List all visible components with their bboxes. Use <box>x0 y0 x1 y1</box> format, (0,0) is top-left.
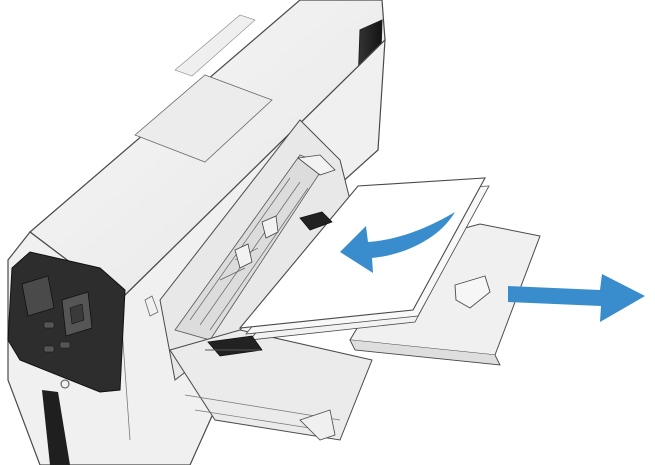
control-panel <box>7 251 126 393</box>
tray-extension-edge <box>349 339 501 366</box>
ok-button[interactable] <box>69 303 85 325</box>
tray-opening <box>159 119 351 381</box>
top-plate-small <box>174 14 256 77</box>
top-plate <box>134 74 273 163</box>
tray-extension-notch[interactable] <box>454 275 491 309</box>
straight-arrow-icon <box>508 274 645 322</box>
paper-guides <box>205 211 333 357</box>
paper-guide-front[interactable] <box>207 335 263 357</box>
home-button[interactable] <box>43 345 55 353</box>
curved-arrow-icon <box>340 212 455 273</box>
guide-clip-right <box>261 215 279 239</box>
power-button[interactable] <box>60 379 70 389</box>
printer-left-dark-edge <box>42 390 70 465</box>
side-vent <box>144 295 159 317</box>
help-button[interactable] <box>59 341 71 349</box>
tray-bottom-tab <box>299 409 336 441</box>
control-panel-screen <box>21 275 55 317</box>
upper-hinge <box>296 154 336 176</box>
guide-clip-left <box>234 243 253 269</box>
paper-guide-back[interactable] <box>299 211 333 231</box>
back-button[interactable] <box>43 321 55 329</box>
